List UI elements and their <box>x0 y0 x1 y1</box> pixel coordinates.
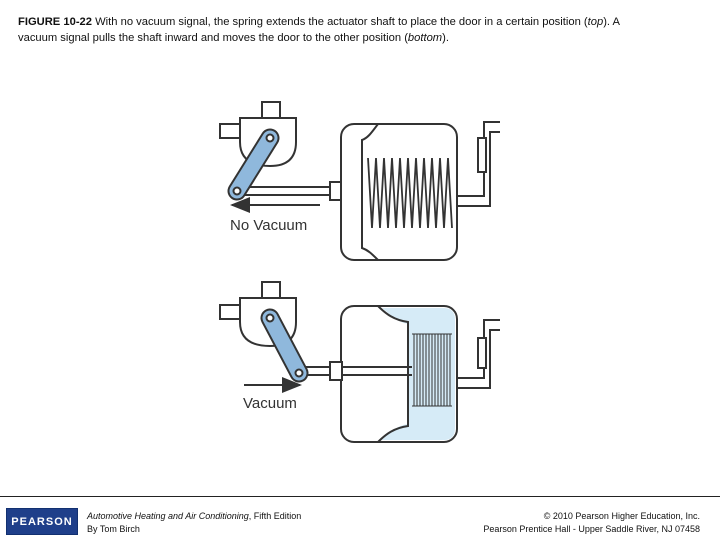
top-spring <box>367 157 453 229</box>
caption-line2: vacuum signal pulls the shaft inward and… <box>18 32 408 44</box>
copyright-line1: © 2010 Pearson Higher Education, Inc. <box>543 511 700 521</box>
copyright-line2: Pearson Prentice Hall - Upper Saddle Riv… <box>483 524 700 534</box>
caption-line1: With no vacuum signal, the spring extend… <box>92 16 588 28</box>
figure-caption: FIGURE 10-22 With no vacuum signal, the … <box>18 14 698 46</box>
caption-line2-end: ). <box>442 32 449 44</box>
top-lever-link <box>227 128 280 201</box>
bottom-vacuum-chamber <box>382 308 455 440</box>
bottom-shaft-seal <box>329 361 343 381</box>
caption-top-word: top <box>587 16 604 28</box>
footer-divider <box>0 496 720 497</box>
bottom-assembly <box>219 281 500 443</box>
vacuum-label: Vacuum <box>243 395 297 412</box>
top-diaphragm <box>361 123 379 261</box>
top-actuator-housing <box>340 123 458 261</box>
bottom-spring <box>412 333 452 407</box>
book-edition: , Fifth Edition <box>248 511 302 521</box>
pearson-logo: PEARSON <box>6 508 78 535</box>
figure-label: FIGURE 10-22 <box>18 16 92 28</box>
bottom-lever-link <box>260 308 309 383</box>
caption-bottom-word: bottom <box>407 32 443 44</box>
copyright-notice: © 2010 Pearson Higher Education, Inc. Pe… <box>483 510 700 536</box>
book-credit: Automotive Heating and Air Conditioning,… <box>87 510 301 536</box>
book-title: Automotive Heating and Air Conditioning <box>87 511 249 521</box>
top-assembly <box>219 101 500 261</box>
caption-line1-end: ). A <box>603 16 620 28</box>
actuator-diagram: No Vacuum <box>219 101 500 443</box>
book-author: By Tom Birch <box>87 524 140 534</box>
no-vacuum-label: No Vacuum <box>230 217 307 234</box>
